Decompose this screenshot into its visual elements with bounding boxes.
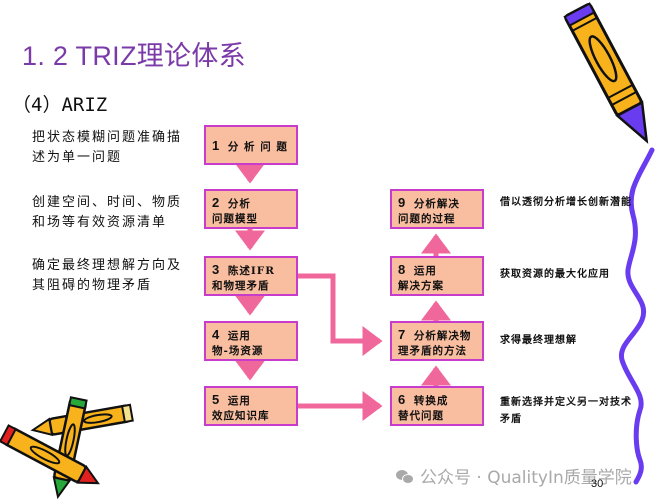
step-box-3: 3 陈述IFR 和物理矛盾 <box>204 256 298 296</box>
section-subtitle: （4）ARIZ <box>12 94 108 116</box>
wavy-line-decoration <box>618 147 655 485</box>
description-ifr: 确定最终理想解方向及其阻碍的物理矛盾 <box>32 258 183 293</box>
watermark: 公众号 · QualityIn质量学院 <box>396 463 632 488</box>
step-number: 5 <box>212 392 220 407</box>
step-label-line2: 效应知识库 <box>212 410 270 422</box>
crayon-icon <box>563 2 649 144</box>
step-box-7: 7 分析解决物 理矛盾的方法 <box>390 321 484 361</box>
step-label: 转换成 <box>413 395 449 407</box>
page-number: 30 <box>591 478 604 490</box>
note-innovation: 借以透彻分析增长创新潜能 <box>500 197 632 208</box>
step-label-line2: 问题模型 <box>212 213 258 225</box>
step-label: 陈述IFR <box>227 265 275 277</box>
step-label-line2: 解决方案 <box>398 280 444 292</box>
step-box-6: 6 转换成 替代问题 <box>390 386 484 426</box>
watermark-text: 公众号 · QualityIn质量学院 <box>420 468 632 488</box>
step-label: 运用 <box>227 330 251 342</box>
step-box-4: 4 运用 物-场资源 <box>204 321 298 361</box>
step-box-2: 2 分析 问题模型 <box>204 189 298 229</box>
step-label-line2: 问题的过程 <box>398 213 456 225</box>
step-number: 8 <box>398 262 406 277</box>
note-redefine-contradiction: 重新选择并定义另一对技术矛盾 <box>500 397 632 425</box>
step-label: 运用 <box>227 395 251 407</box>
step-number: 6 <box>398 392 406 407</box>
step-number: 4 <box>212 327 220 342</box>
step-label: 分 析 问 题 <box>227 141 288 153</box>
wechat-icon <box>396 470 414 484</box>
step-number: 2 <box>212 195 220 210</box>
step-label-line2: 物-场资源 <box>212 345 264 357</box>
step-box-9: 9 分析解决 问题的过程 <box>390 189 484 229</box>
arrow-3-7 <box>297 273 383 356</box>
step-number: 3 <box>212 262 220 277</box>
slide-title: 1. 2 TRIZ理论体系 <box>22 41 246 71</box>
step-label-line2: 替代问题 <box>398 410 444 422</box>
step-label-line2: 理矛盾的方法 <box>398 345 467 357</box>
description-resources: 创建空间、时间、物质和场等有效资源清单 <box>32 195 183 230</box>
step-label: 分析 <box>227 198 251 210</box>
step-label: 分析解决物 <box>413 330 472 342</box>
description-problem: 把状态模糊问题准确描述为单一问题 <box>32 130 183 165</box>
step-box-1: 1 分 析 问 题 <box>204 125 298 165</box>
note-resources: 获取资源的最大化应用 <box>500 269 610 280</box>
flow-arrows <box>235 163 451 421</box>
note-ideal-solution: 求得最终理想解 <box>500 335 577 346</box>
step-number: 9 <box>398 195 406 210</box>
step-label: 运用 <box>413 265 437 277</box>
step-label-line2: 和物理矛盾 <box>212 280 270 292</box>
step-number: 1 <box>212 138 220 153</box>
step-box-8: 8 运用 解决方案 <box>390 256 484 296</box>
step-box-5: 5 运用 效应知识库 <box>204 386 298 426</box>
step-number: 7 <box>398 327 406 342</box>
crossed-crayons-icon <box>0 396 134 500</box>
step-label: 分析解决 <box>413 198 460 210</box>
